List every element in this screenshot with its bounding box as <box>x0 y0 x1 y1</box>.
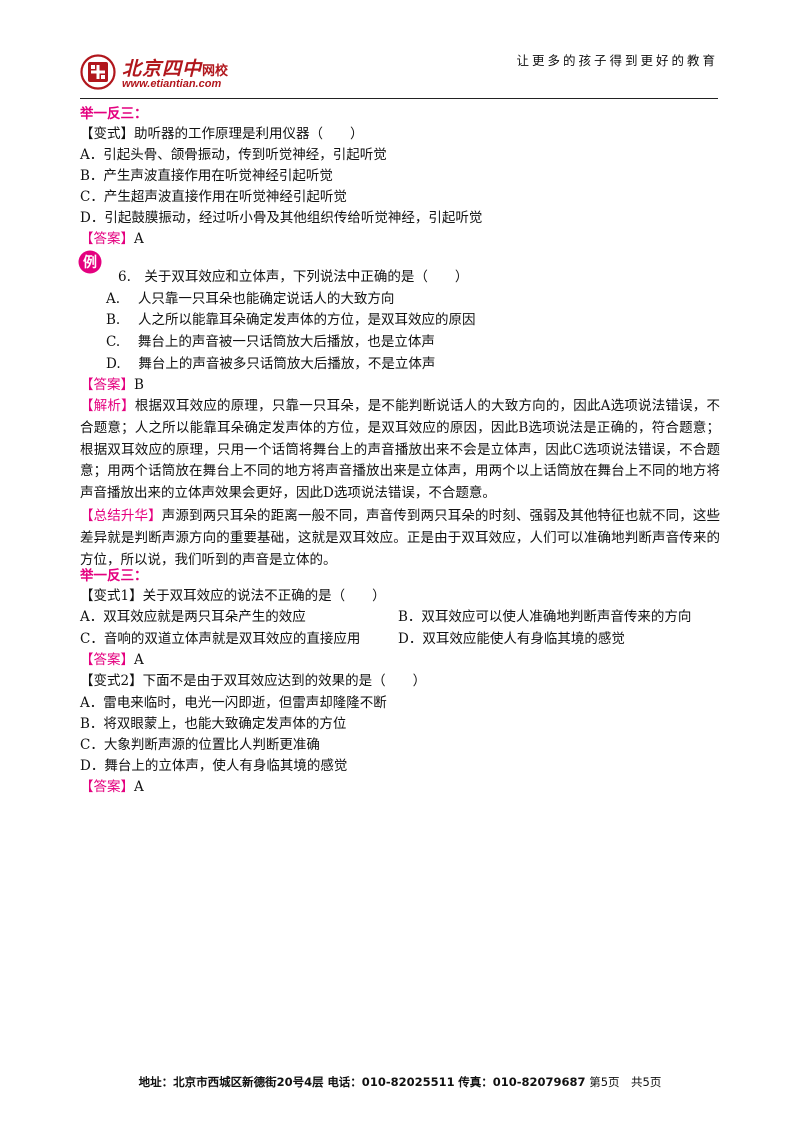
header-slogan: 让更多的孩子得到更好的教育 <box>516 53 718 68</box>
example-option-c: C. 舞台上的声音被一只话筒放大后播放，也是立体声 <box>106 334 435 350</box>
summary-paragraph: 【总结升华】声源到两只耳朵的距离一般不同，声音传到两只耳朵的时刻、强弱及其他特征… <box>80 506 720 571</box>
header-divider <box>80 98 718 99</box>
page-header: 北京四中网校 www.etiantian.com 让更多的孩子得到更好的教育 <box>80 40 720 100</box>
answer-value: B <box>134 377 144 393</box>
variant2-option-a: A．雷电来临时，电光一闪即逝，但雷声却隆隆不断 <box>80 695 387 711</box>
example-badge-icon: 例 <box>78 250 102 274</box>
answer-tag: 【答案】 <box>80 377 134 393</box>
analysis-paragraph: 【解析】根据双耳效应的原理，只靠一只耳朵，是不能判断说话人的大致方向的，因此A选… <box>80 396 720 505</box>
analysis-text: 根据双耳效应的原理，只靠一只耳朵，是不能判断说话人的大致方向的，因此A选项说法错… <box>80 398 721 502</box>
page-footer: 地址：北京市西城区新德街20号4层 电话：010-82025511 传真：010… <box>0 1074 800 1090</box>
variant2-option-b: B．将双眼蒙上，也能大致确定发声体的方位 <box>80 716 347 732</box>
variant1-option-b: B．双耳效应可以使人准确地判断声音传来的方向 <box>398 609 692 625</box>
logo-emblem-icon <box>80 54 116 90</box>
logo-title: 北京四中网校 <box>122 58 229 80</box>
answer-tag: 【答案】 <box>80 652 134 668</box>
answer-tag: 【答案】 <box>80 779 134 795</box>
variant2-question: 【变式2】下面不是由于双耳效应达到的效果的是（ ） <box>80 673 427 689</box>
option-d: D．引起鼓膜振动，经过听小骨及其他组织传给听觉神经，引起听觉 <box>80 210 483 226</box>
variant2-option-c: C．大象判断声源的位置比人判断更准确 <box>80 737 320 753</box>
option-c: C．产生超声波直接作用在听觉神经引起听觉 <box>80 189 347 205</box>
example-badge-label: 例 <box>83 254 97 271</box>
example-option-a: A. 人只靠一只耳朵也能确定说话人的大致方向 <box>106 291 395 307</box>
variant1-option-a: A．双耳效应就是两只耳朵产生的效应 <box>80 609 306 625</box>
variant1-question: 【变式1】关于双耳效应的说法不正确的是（ ） <box>80 588 386 604</box>
school-logo: 北京四中网校 www.etiantian.com <box>80 54 320 98</box>
variant1-options-row-1: A．双耳效应就是两只耳朵产生的效应 B．双耳效应可以使人准确地判断声音传来的方向 <box>80 607 720 627</box>
analysis-tag: 【解析】 <box>80 398 135 414</box>
summary-text: 声源到两只耳朵的距离一般不同，声音传到两只耳朵的时刻、强弱及其他特征也就不同，这… <box>80 508 721 568</box>
option-b: B．产生声波直接作用在听觉神经引起听觉 <box>80 168 333 184</box>
answer-line: 【答案】A <box>80 229 144 249</box>
logo-url: www.etiantian.com <box>122 78 222 90</box>
answer-value: A <box>134 652 144 668</box>
section-title-practice-2: 举一反三： <box>80 568 148 584</box>
footer-fax: 传真：010-82079687 <box>458 1075 586 1089</box>
footer-page-info: 第5页 共5页 <box>589 1075 662 1089</box>
variant1-option-c: C．音响的双道立体声就是双耳效应的直接应用 <box>80 631 361 647</box>
example-question: 6. 关于双耳效应和立体声，下列说法中正确的是（ ） <box>118 269 469 285</box>
option-a: A．引起头骨、颌骨振动，传到听觉神经，引起听觉 <box>80 147 387 163</box>
summary-tag: 【总结升华】 <box>80 508 162 524</box>
variant2-option-d: D．舞台上的立体声，使人有身临其境的感觉 <box>80 758 348 774</box>
variant1-options-row-2: C．音响的双道立体声就是双耳效应的直接应用 D．双耳效应能使人有身临其境的感觉 <box>80 629 720 649</box>
variant1-option-d: D．双耳效应能使人有身临其境的感觉 <box>398 631 625 647</box>
answer-tag: 【答案】 <box>80 231 134 247</box>
example-option-d: D. 舞台上的声音被多只话筒放大后播放，不是立体声 <box>106 356 436 372</box>
answer-value: A <box>134 231 144 247</box>
variant1-answer: 【答案】A <box>80 650 144 670</box>
variant-question: 【变式】助听器的工作原理是利用仪器（ ） <box>80 126 364 142</box>
variant2-answer: 【答案】A <box>80 777 144 797</box>
example-answer: 【答案】B <box>80 375 144 395</box>
footer-address: 地址：北京市西城区新德街20号4层 <box>138 1075 324 1089</box>
section-title-practice: 举一反三： <box>80 106 148 122</box>
footer-phone: 电话：010-82025511 <box>327 1075 455 1089</box>
answer-value: A <box>134 779 144 795</box>
example-option-b: B. 人之所以能靠耳朵确定发声体的方位，是双耳效应的原因 <box>106 312 476 328</box>
